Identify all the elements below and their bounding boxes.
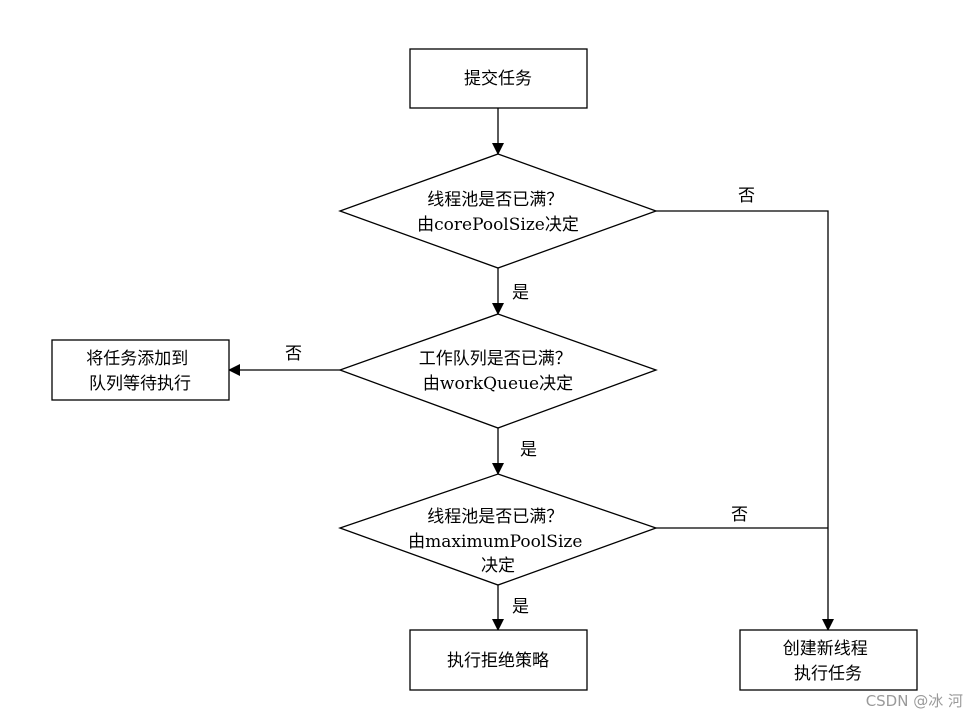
node-check-max-line: 决定 bbox=[481, 556, 515, 576]
node-check-queue-label: 工作队列是否已满？ 由workQueue决定 bbox=[419, 349, 577, 394]
node-check-queue-diamond bbox=[338, 313, 658, 429]
node-check-queue-line: 工作队列是否已满？ bbox=[419, 349, 572, 369]
edge-queue-yes-label: 是 bbox=[520, 440, 537, 460]
node-check-max-diamond bbox=[338, 473, 658, 586]
node-enqueue-label: 将任务添加到 队列等待执行 bbox=[86, 349, 193, 394]
edge-core-no-label: 否 bbox=[738, 186, 755, 206]
edge-max-yes-label: 是 bbox=[512, 597, 529, 617]
node-check-core-line: 由corePoolSize决定 bbox=[417, 215, 579, 235]
node-create-thread-line: 创建新线程 bbox=[783, 639, 868, 659]
node-check-max-line: 由maximumPoolSize bbox=[408, 532, 582, 552]
node-submit-line: 提交任务 bbox=[464, 69, 532, 89]
node-check-queue-line: 由workQueue决定 bbox=[423, 374, 573, 394]
edge-queue-no-label: 否 bbox=[285, 344, 302, 364]
node-reject-line: 执行拒绝策略 bbox=[447, 651, 549, 671]
watermark: CSDN @冰 河 bbox=[865, 692, 963, 710]
node-submit-label: 提交任务 bbox=[464, 69, 532, 89]
edge-core-no bbox=[656, 210, 829, 528]
node-reject-label: 执行拒绝策略 bbox=[447, 651, 549, 671]
node-create-thread-box bbox=[739, 629, 918, 691]
node-create-thread-line: 执行任务 bbox=[794, 664, 862, 684]
node-check-core-label: 线程池是否已满？ 由corePoolSize决定 bbox=[417, 190, 579, 235]
node-check-core-diamond bbox=[338, 153, 658, 269]
node-check-max-label: 线程池是否已满？ 由maximumPoolSize 决定 bbox=[408, 507, 588, 576]
node-reject-box bbox=[409, 629, 588, 691]
edge-core-yes-label: 是 bbox=[512, 283, 529, 303]
node-check-max-line: 线程池是否已满？ bbox=[427, 507, 563, 527]
node-check-core-line: 线程池是否已满？ bbox=[427, 190, 563, 210]
node-enqueue-box bbox=[51, 339, 230, 401]
node-submit-box bbox=[409, 48, 588, 109]
edge-max-no-label: 否 bbox=[731, 505, 748, 525]
node-enqueue-line: 将任务添加到 bbox=[86, 349, 188, 369]
node-create-thread-label: 创建新线程 执行任务 bbox=[783, 639, 873, 684]
node-enqueue-line: 队列等待执行 bbox=[89, 374, 191, 394]
